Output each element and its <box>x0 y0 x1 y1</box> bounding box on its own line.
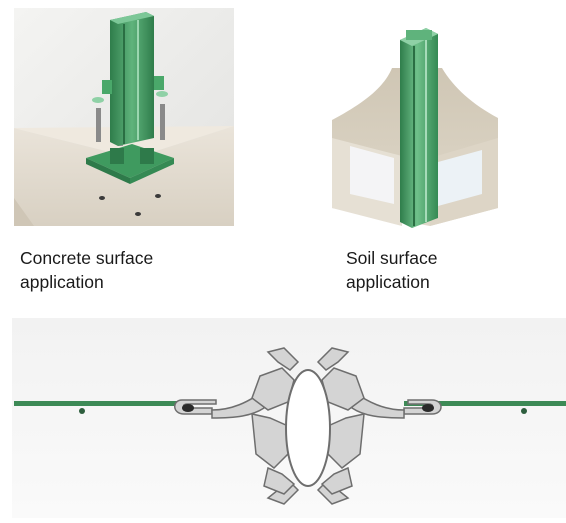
concrete-caption-line-1: Concrete surface <box>20 248 154 268</box>
concrete-caption-line-2: application <box>20 272 104 292</box>
right-panel <box>404 401 566 406</box>
profile-core <box>285 369 331 487</box>
concrete-application-image <box>14 8 234 226</box>
post-cross-section-profile <box>12 318 566 518</box>
post-on-concrete-base-render <box>14 8 234 226</box>
soil-surface-caption: Soil surface application <box>346 246 437 294</box>
soil-application-image <box>322 8 518 230</box>
profile-cross-section-image <box>12 318 566 518</box>
soil-caption-line-2: application <box>346 272 430 292</box>
soil-caption-line-1: Soil surface <box>346 248 438 268</box>
concrete-surface-caption: Concrete surface application <box>20 246 153 294</box>
post-in-soil-cutaway-render <box>332 28 498 228</box>
left-panel <box>14 401 182 406</box>
